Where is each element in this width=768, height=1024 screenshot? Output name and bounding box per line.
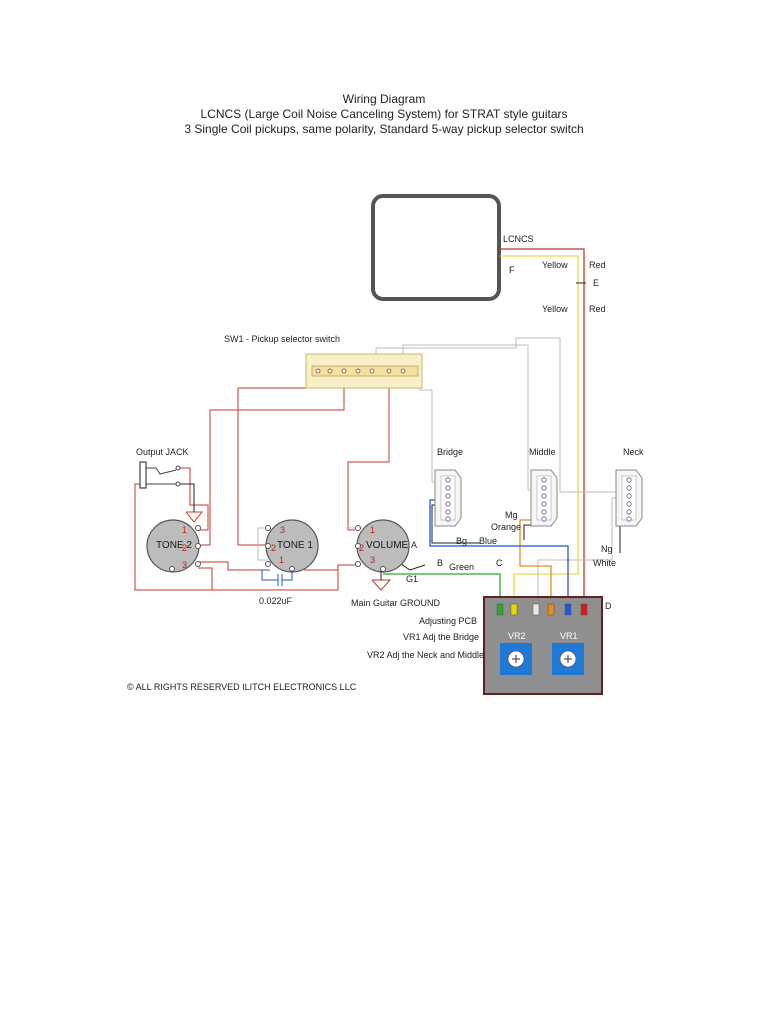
volume-label: VOLUME — [366, 540, 409, 551]
bg-wire — [431, 504, 480, 544]
diagram-subtitle: LCNCS (Large Coil Noise Canceling System… — [200, 107, 568, 121]
tone1-label: TONE 1 — [277, 540, 313, 551]
orange-label: Orange — [491, 522, 521, 532]
mg-wire — [523, 524, 531, 540]
jack-ground-wire — [180, 483, 195, 512]
diagram-subtitle-2: 3 Single Coil pickups, same polarity, St… — [184, 122, 584, 136]
tone2-pin-2: 2 — [182, 543, 187, 553]
pcb-pin — [564, 603, 572, 616]
pcb-pin — [510, 603, 518, 616]
neck-label: Neck — [623, 447, 644, 457]
diagram-title: Wiring Diagram — [342, 92, 426, 106]
volume-pin-1: 1 — [370, 525, 375, 535]
main-ground-label: Main Guitar GROUND — [351, 598, 441, 608]
middle-gray-wire — [402, 344, 531, 491]
lcncs-coil — [371, 194, 501, 301]
pcb-pin — [547, 603, 555, 616]
white-wire — [537, 497, 616, 604]
orange-wire — [519, 519, 552, 604]
switch-to-tone2-wire — [198, 374, 345, 546]
lcncs-label: LCNCS — [503, 234, 534, 244]
neck-gray-wire — [375, 337, 616, 493]
point-a-label: A — [411, 540, 417, 550]
tone2-pot — [146, 519, 201, 573]
pcb-title-label: Adjusting PCB — [419, 616, 477, 626]
pcb-pins — [496, 603, 588, 616]
red-mid-label: Red — [589, 304, 606, 314]
point-d-label: D — [605, 601, 612, 611]
blue-wire — [429, 499, 569, 604]
tone1-pot — [265, 519, 319, 573]
tone2-ground-wire — [198, 561, 270, 571]
point-c-label: C — [496, 558, 503, 568]
copyright-text: © ALL RIGHTS RESERVED ILITCH ELECTRONICS… — [127, 682, 357, 692]
volume-pin-2: 2 — [359, 543, 364, 553]
mg-label: Mg — [505, 510, 518, 520]
tone2-pin-3: 3 — [182, 560, 187, 570]
volume-pin-3: 3 — [370, 555, 375, 565]
switch-label: SW1 - Pickup selector switch — [224, 334, 340, 344]
pcb-pin — [496, 603, 504, 616]
tone2-label: TONE 2 — [156, 540, 192, 551]
main-ground-symbol — [371, 571, 392, 591]
capacitor-label: 0.022uF — [259, 596, 293, 606]
red-wire — [500, 248, 585, 604]
yellow-mid-label: Yellow — [542, 304, 568, 314]
bridge-label: Bridge — [437, 447, 463, 457]
blue-label: Blue — [479, 536, 497, 546]
output-jack-label: Output JACK — [136, 447, 189, 457]
jack-ground-symbol — [185, 511, 204, 523]
vr2-label: VR2 — [508, 631, 526, 641]
capacitor — [261, 569, 293, 586]
volume-pot — [355, 519, 410, 573]
green-wire — [383, 573, 501, 604]
vr1-description: VR1 Adj the Bridge — [403, 632, 479, 642]
point-b-label: B — [437, 558, 443, 568]
tone1-link-wire — [257, 527, 268, 561]
tone2-case-wire — [198, 567, 213, 590]
vr2-description: VR2 Adj the Neck and Middle — [367, 650, 484, 660]
yellow-top-label: Yellow — [542, 260, 568, 270]
bridge-pickup — [434, 469, 462, 527]
switch-lugs — [315, 368, 406, 374]
ng-label: Ng — [601, 544, 613, 554]
switch-to-tone1-wire — [237, 374, 327, 546]
output-jack — [139, 461, 181, 489]
tone1-pin-3: 3 — [280, 525, 285, 535]
middle-label: Middle — [529, 447, 556, 457]
tone2-pin-1: 1 — [182, 525, 187, 535]
point-g1-label: G1 — [406, 574, 418, 584]
pcb-pin — [532, 603, 540, 616]
white-label: White — [593, 558, 616, 568]
switch-to-volume-wire — [347, 374, 390, 531]
jack-hot-wire — [180, 467, 209, 531]
point-e-label: E — [593, 278, 599, 288]
red-top-label: Red — [589, 260, 606, 270]
green-label: Green — [449, 562, 474, 572]
bg-label: Bg — [456, 536, 467, 546]
middle-pickup — [530, 469, 558, 527]
neck-pickup — [615, 469, 643, 527]
tone1-pin-1: 1 — [279, 555, 284, 565]
yellow-wire — [500, 255, 579, 604]
pcb-pin — [580, 603, 588, 616]
tone1-pin-2: 2 — [271, 543, 276, 553]
vr1-label: VR1 — [560, 631, 578, 641]
switch-lug-strip — [311, 365, 419, 377]
point-f-label: F — [509, 265, 515, 275]
